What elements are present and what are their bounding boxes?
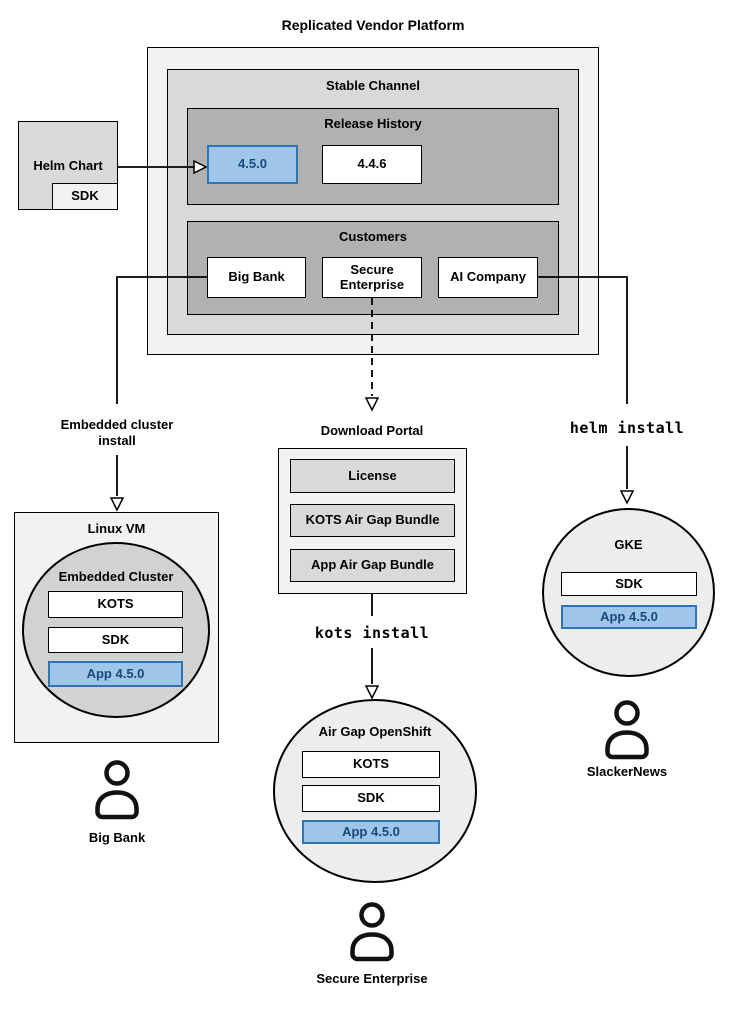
user-icon bbox=[605, 700, 649, 760]
customer-secure-enterprise: Secure Enterprise bbox=[322, 257, 422, 298]
openshift-kots-box: KOTS bbox=[302, 751, 440, 778]
embedded-cluster-app-box: App 4.5.0 bbox=[48, 661, 183, 687]
release-4-5-0: 4.5.0 bbox=[207, 145, 298, 184]
embedded-cluster-kots-box: KOTS bbox=[48, 591, 183, 618]
user-secure-enterprise-label: Secure Enterprise bbox=[316, 971, 428, 986]
user-slackernews-label: SlackerNews bbox=[586, 764, 668, 779]
gke-sdk-box: SDK bbox=[561, 572, 697, 596]
download-portal-label: Download Portal bbox=[320, 423, 424, 438]
helm-install-arrow-label: helm install bbox=[569, 419, 685, 437]
air-gap-openshift-label: Air Gap OpenShift bbox=[318, 724, 432, 739]
user-big-bank-label: Big Bank bbox=[88, 830, 146, 845]
diagram-title: Replicated Vendor Platform bbox=[281, 17, 465, 33]
embedded-cluster-label: Embedded Cluster bbox=[58, 569, 174, 584]
linux-vm-label: Linux VM bbox=[87, 521, 146, 536]
stable-channel-label: Stable Channel bbox=[326, 78, 420, 93]
release-history-label: Release History bbox=[324, 116, 422, 131]
release-4-4-6: 4.4.6 bbox=[322, 145, 422, 184]
helm-chart-label: Helm Chart bbox=[33, 158, 103, 173]
gke-app-box: App 4.5.0 bbox=[561, 605, 697, 629]
portal-kots-airgap-bundle-box: KOTS Air Gap Bundle bbox=[290, 504, 455, 537]
helm-chart-sdk-box: SDK bbox=[52, 183, 118, 210]
portal-license-box: License bbox=[290, 459, 455, 493]
user-icon bbox=[350, 902, 394, 962]
user-icon bbox=[95, 760, 139, 820]
openshift-app-box: App 4.5.0 bbox=[302, 820, 440, 844]
customer-big-bank: Big Bank bbox=[207, 257, 306, 298]
customer-ai-company: AI Company bbox=[438, 257, 538, 298]
gke-label: GKE bbox=[614, 537, 643, 552]
embedded-cluster-sdk-box: SDK bbox=[48, 627, 183, 653]
embedded-install-arrow-label: Embedded cluster install bbox=[60, 417, 174, 448]
kots-install-arrow-label: kots install bbox=[314, 624, 430, 642]
openshift-sdk-box: SDK bbox=[302, 785, 440, 812]
portal-app-airgap-bundle-box: App Air Gap Bundle bbox=[290, 549, 455, 582]
customers-label: Customers bbox=[339, 229, 407, 244]
